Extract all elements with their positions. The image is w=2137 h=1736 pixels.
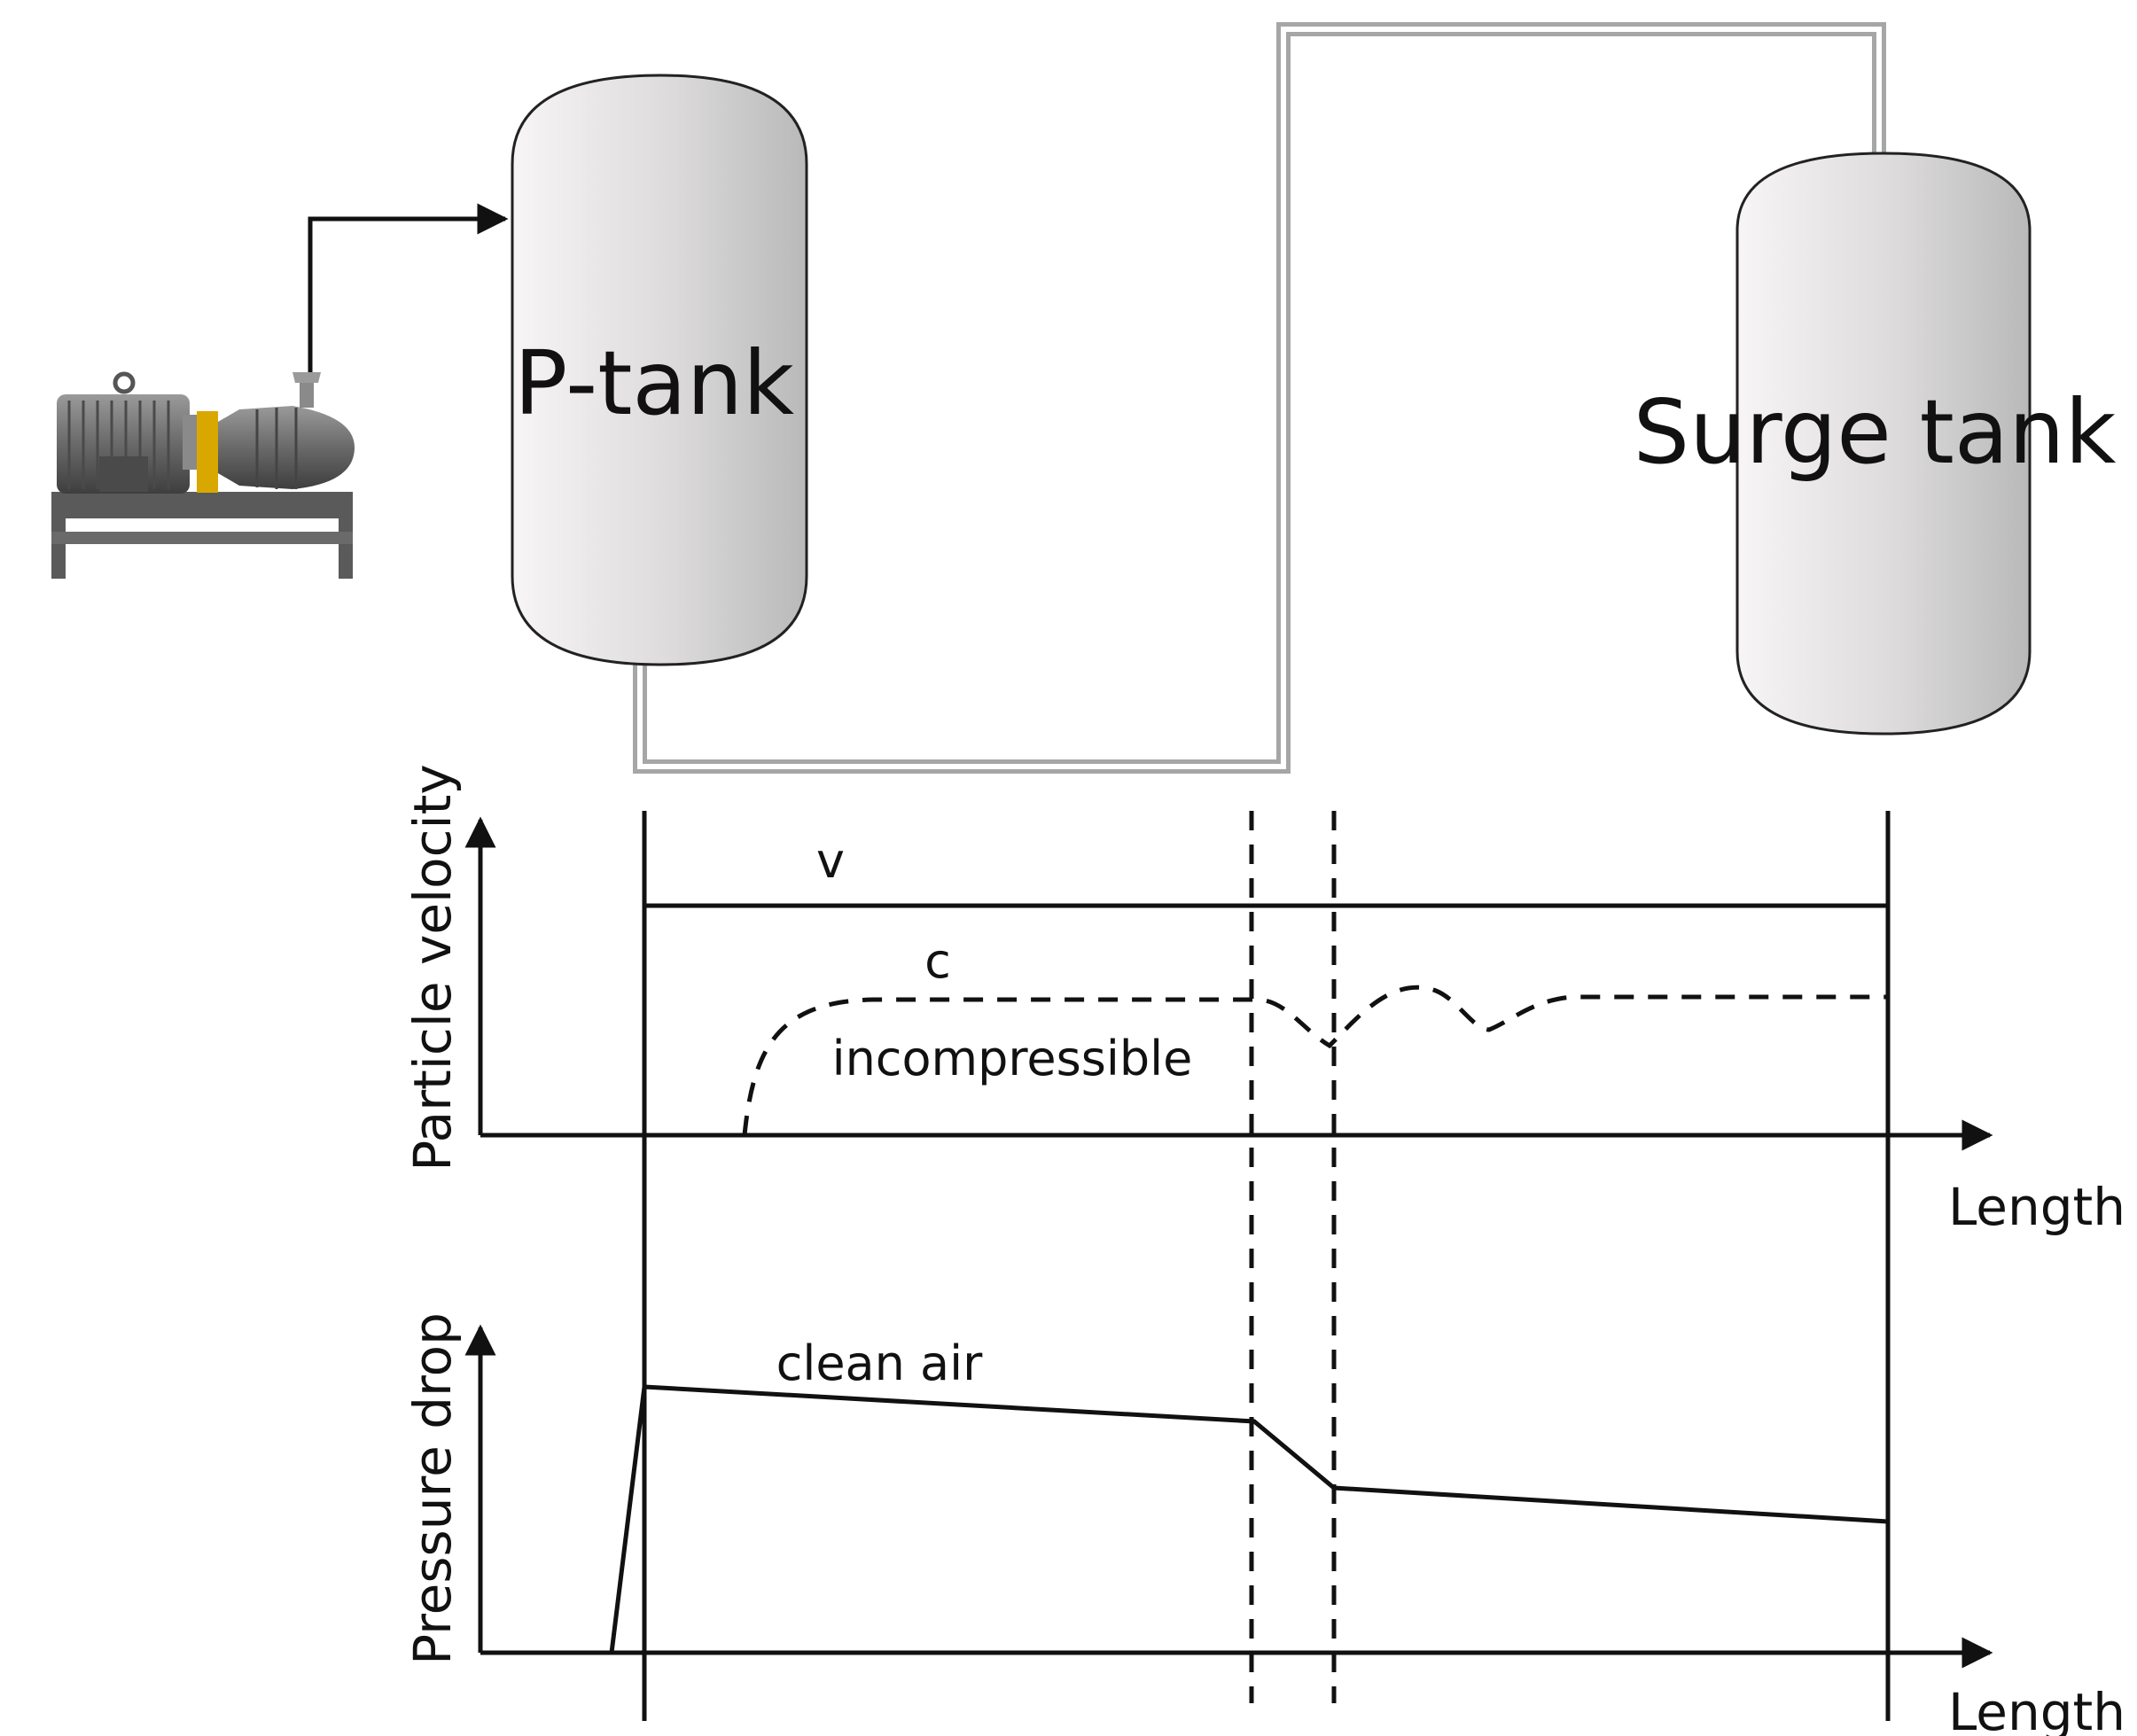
air-velocity-label: v <box>816 833 845 889</box>
pressure-length-label: Length <box>1948 1682 2125 1736</box>
surge-tank: Surge tank <box>1634 152 2117 736</box>
surge-tank-label: Surge tank <box>1634 380 2117 484</box>
pressure-axis-title: Pressure drop <box>402 1312 463 1665</box>
pressure-graph: Pressure drop Length clean air <box>402 1312 2125 1736</box>
blower-unit <box>51 203 509 579</box>
particle-velocity-label: c <box>924 933 951 989</box>
p-tank-label: P-tank <box>514 331 794 435</box>
motor-blower-icon <box>51 371 355 579</box>
particle-velocity-curve <box>742 985 1888 1136</box>
velocity-length-label: Length <box>1948 1177 2125 1237</box>
velocity-axis-title: Particle velocity <box>402 764 463 1171</box>
velocity-graph: Particle velocity Length v c incompressi… <box>402 764 2125 1237</box>
p-tank: P-tank <box>511 74 808 666</box>
air-supply-line <box>308 203 509 372</box>
pressure-drop-curve <box>609 1384 1889 1654</box>
section-markers <box>642 811 1891 1721</box>
incompressible-label: incompressible <box>832 1031 1193 1086</box>
clean-air-label: clean air <box>776 1335 983 1391</box>
conveying-pipeline <box>633 22 1886 774</box>
